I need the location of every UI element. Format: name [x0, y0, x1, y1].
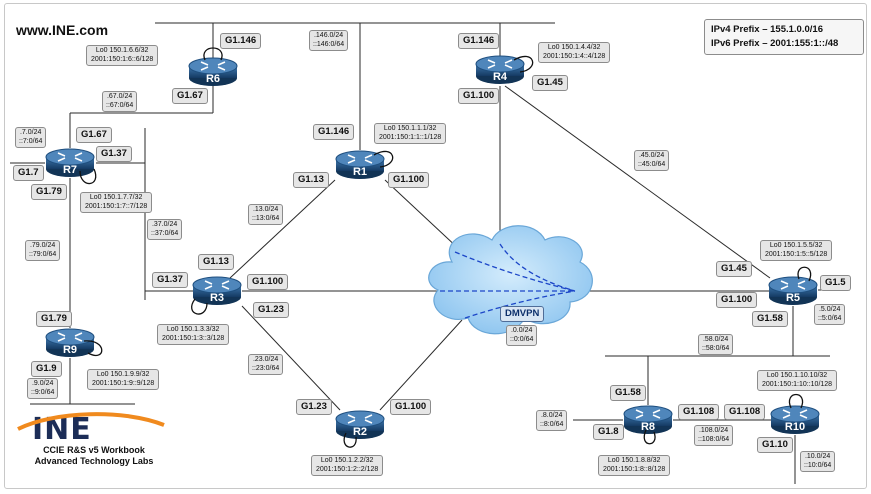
r4-g145-label: G1.45: [532, 75, 568, 91]
segment-13-link: [229, 179, 336, 279]
r7-loopback-label: Lo0 150.1.7.7/32 2001:150:1:7::7/128: [80, 192, 153, 213]
r1-g1100-label: G1.100: [388, 172, 430, 188]
subnet-108-label: .108.0/24 ::108:0/64: [694, 425, 734, 446]
r7-name: R7: [63, 164, 77, 176]
r5-name: R5: [786, 292, 800, 304]
r4-loopback-label: Lo0 150.1.4.4/32 2001:150:1:4::4/128: [538, 42, 611, 63]
tunnel-r2: [464, 290, 576, 319]
r4-g1146-label: G1.146: [458, 33, 500, 49]
subnet-8-label: .8.0/24 ::8:0/64: [536, 410, 568, 431]
logo-tagline-2: Advanced Technology Labs: [34, 456, 154, 466]
r1-g1146-label: G1.146: [313, 124, 355, 140]
subnet-13-label: .13.0/24 ::13:0/64: [248, 204, 284, 225]
r7-g17-label: G1.7: [13, 165, 44, 181]
r9-g19-label: G1.9: [31, 361, 62, 377]
r9-name: R9: [63, 344, 77, 356]
r5-g15-label: G1.5: [820, 275, 851, 291]
r5-g1100-label: G1.100: [716, 292, 758, 308]
r5-g145-label: G1.45: [716, 261, 752, 277]
r10-name: R10: [785, 421, 805, 433]
ine-logo: INE CCIE R&S v5 Workbook Advanced Techno…: [14, 412, 174, 467]
router-r5[interactable]: R5: [768, 266, 818, 305]
router-r1[interactable]: R1: [335, 150, 394, 179]
r9-g179-label: G1.79: [36, 311, 72, 327]
r3-g1100-label: G1.100: [247, 274, 289, 290]
r1-name: R1: [353, 166, 367, 178]
r4-g1100-label: G1.100: [458, 88, 500, 104]
router-r8[interactable]: R8: [623, 405, 673, 445]
r7-g179-label: G1.79: [31, 184, 67, 200]
subnet-9-label: .9.0/24 ::9:0/64: [27, 378, 59, 399]
dmvpn-underlay: [242, 86, 770, 411]
r8-g1108-label: G1.108: [678, 404, 720, 420]
r2-name: R2: [353, 426, 367, 438]
r2-g123-label: G1.23: [296, 399, 332, 415]
r3-loopback-label: Lo0 150.1.3.3/32 2001:150:1:3::3/128: [157, 324, 230, 345]
r8-g158-label: G1.58: [610, 385, 646, 401]
segment-23-link: [241, 305, 341, 411]
r10-g1108-label: G1.108: [724, 404, 766, 420]
subnet-146-label: .146.0/24 ::146:0/64: [309, 30, 349, 51]
subnet-45-label: .45.0/24 ::45:0/64: [634, 150, 670, 171]
subnet-5-label: .5.0/24 ::5:0/64: [814, 304, 846, 325]
r7-g167-label: G1.67: [76, 127, 112, 143]
subnet-79-label: .79.0/24 ::79:0/64: [25, 240, 61, 261]
r10-loopback-label: Lo0 150.1.10.10/32 2001:150:1:10::10/128: [757, 370, 838, 391]
router-r7[interactable]: R7: [45, 148, 97, 185]
subnet-10-label: .10.0/24 ::10:0/64: [800, 451, 836, 472]
r2-to-internet-link: [379, 319, 463, 411]
r9-loopback-label: Lo0 150.1.9.9/32 2001:150:1:9::9/128: [87, 369, 160, 390]
router-r3[interactable]: R3: [191, 276, 242, 315]
r5-loopback-label: Lo0 150.1.5.5/32 2001:150:1:5::5/128: [760, 240, 833, 261]
subnet-0-label: .0.0/24 ::0:0/64: [506, 325, 538, 346]
dmvpn-tunnels: [440, 243, 576, 319]
router-r4[interactable]: R4: [475, 55, 534, 84]
router-r10[interactable]: R10: [770, 394, 820, 435]
r7-g137-label: G1.37: [96, 146, 132, 162]
ethernet-links: [10, 22, 850, 484]
r10-g110-label: G1.10: [757, 437, 793, 453]
r6-g1146-label: G1.146: [220, 33, 262, 49]
r6-g167-label: G1.67: [172, 88, 208, 104]
r6-loopback-label: Lo0 150.1.6.6/32 2001:150:1:6::6/128: [86, 45, 159, 66]
subnet-67-label: .67.0/24 ::67:0/64: [102, 91, 138, 112]
logo-swoosh-icon: [17, 412, 165, 431]
segment-45-link: [504, 85, 771, 279]
r3-g137-label: G1.37: [152, 272, 188, 288]
subnet-58-label: .58.0/24 ::58:0/64: [698, 334, 734, 355]
r8-loopback-label: Lo0 150.1.8.8/32 2001:150:1:8::8/128: [598, 455, 671, 476]
r8-name: R8: [641, 421, 655, 433]
internet-cloud: [428, 225, 593, 335]
r3-g113-label: G1.13: [198, 254, 234, 270]
dmvpn-label: DMVPN: [500, 306, 545, 322]
subnet-37-label: .37.0/24 ::37:0/64: [147, 219, 183, 240]
router-r9[interactable]: R9: [45, 328, 103, 357]
r1-loopback-label: Lo0 150.1.1.1/32 2001:150:1:1::1/128: [374, 123, 447, 144]
router-r6[interactable]: R6: [188, 47, 238, 86]
r2-g1100-label: G1.100: [390, 399, 432, 415]
r1-to-internet-link: [384, 179, 461, 251]
r3-g123-label: G1.23: [253, 302, 289, 318]
r2-loopback-label: Lo0 150.1.2.2/32 2001:150:1:2::2/128: [311, 455, 384, 476]
routers: R6 R4 R1: [45, 47, 820, 448]
subnet-7-label: .7.0/24 ::7:0/64: [15, 127, 47, 148]
r3-name: R3: [210, 292, 224, 304]
r1-g113-label: G1.13: [293, 172, 329, 188]
diagram-frame: [4, 3, 867, 489]
prefix-legend: IPv4 Prefix – 155.1.0.0/16 IPv6 Prefix –…: [704, 19, 864, 55]
r6-name: R6: [206, 73, 220, 85]
logo-tagline-1: CCIE R&S v5 Workbook: [43, 445, 145, 455]
subnet-23-label: .23.0/24 ::23:0/64: [248, 354, 284, 375]
ipv4-prefix: IPv4 Prefix – 155.1.0.0/16: [711, 24, 823, 35]
r5-g158-label: G1.58: [752, 311, 788, 327]
r8-g18-label: G1.8: [593, 424, 624, 440]
ipv6-prefix: IPv6 Prefix – 2001:155:1::/48: [711, 38, 839, 49]
router-r2[interactable]: R2: [335, 410, 385, 448]
r4-name: R4: [493, 71, 508, 83]
site-url[interactable]: www.INE.com: [16, 22, 109, 38]
